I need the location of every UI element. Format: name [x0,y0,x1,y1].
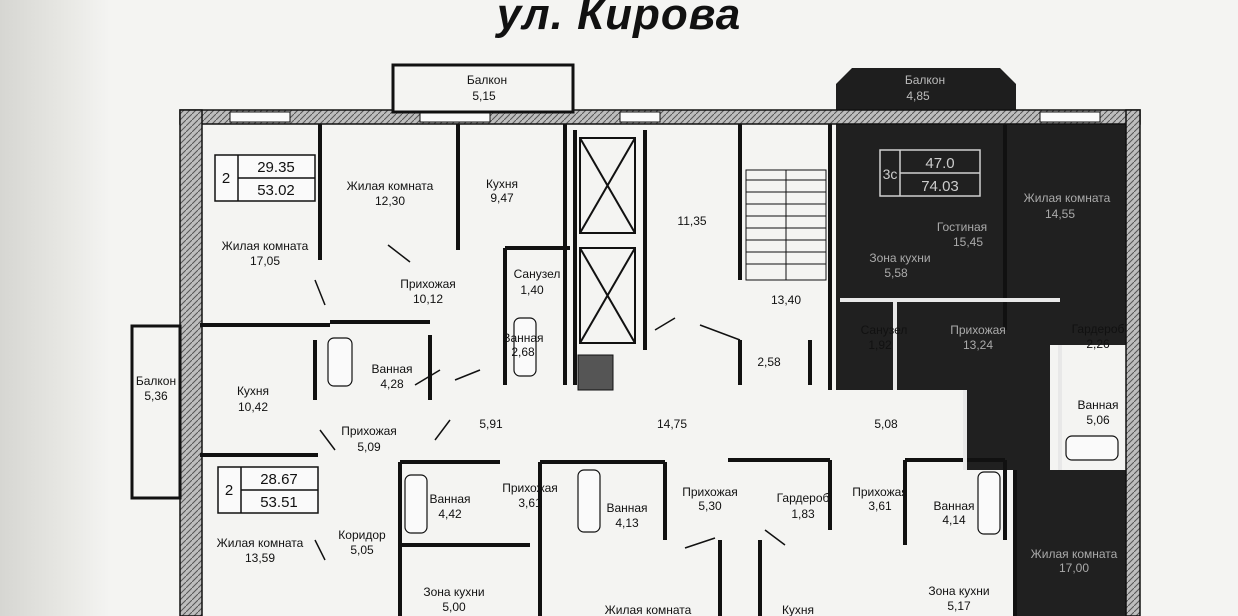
room-label-cut: Кухня [782,603,814,616]
room-label: Кухня [486,177,518,191]
room-area: 1,92 [868,338,892,352]
room-area: 14,55 [1045,207,1075,221]
room-label-cut: Жилая комната [605,603,692,616]
room-area: 4,13 [615,516,639,530]
room-label: Жилая комната [1031,547,1118,561]
service-box [577,354,614,391]
room-area: 1,40 [520,283,544,297]
common-area-value: 14,75 [657,417,687,431]
room-label: Прихожая [950,323,1006,337]
apartment-living-area: 28.67 [260,471,298,488]
room-area: 2,26 [1086,337,1110,351]
room-area: 12,30 [375,194,405,208]
elevator-shafts [579,137,636,344]
apartment-total-area: 53.02 [257,182,295,199]
room-area: 5,06 [1086,413,1110,427]
door-swings [314,244,786,561]
room-area: 1,83 [791,507,815,521]
room-label: Ванная [371,362,412,376]
common-area-value: 2,58 [757,355,781,369]
room-label: Прихожая [341,424,397,438]
apartment-info-box-dark [879,149,981,197]
interior-walls [200,124,1017,616]
scan-page-edge [0,0,110,616]
room-label: Жилая комната [217,536,304,550]
room-area: 2,68 [511,345,535,359]
balcony-label: Балкон [467,73,507,87]
staircase [745,169,827,281]
interior-walls-light [840,298,1062,470]
room-area: 10,42 [238,400,268,414]
room-label: Прихожая [852,485,908,499]
room-area: 5,58 [884,266,908,280]
room-label: Жилая комната [222,239,309,253]
room-area: 13,24 [963,338,993,352]
room-area: 5,05 [350,543,374,557]
bathtub-fixtures [327,317,1119,535]
apartment-total-area: 74.03 [921,178,959,195]
balcony-left-outline [130,324,182,500]
common-area-value: 5,08 [874,417,898,431]
room-label: Прихожая [682,485,738,499]
room-label: Гардероб [777,491,830,505]
apartment-total-area: 53.51 [260,494,298,511]
room-label: Жилая комната [347,179,434,193]
room-area: 9,47 [490,191,514,205]
balcony-area: 4,85 [906,89,930,103]
room-label: Жилая комната [1024,191,1111,205]
balcony-label: Балкон [905,73,945,87]
room-label: Ванная [606,501,647,515]
room-label: Зона кухни [423,585,484,599]
balcony-area: 5,15 [472,89,496,103]
room-label: Кухня [237,384,269,398]
room-area: 15,45 [953,235,983,249]
room-area: 3,61 [868,499,892,513]
room-area: 4,28 [380,377,404,391]
room-label: Ванная [502,331,543,345]
room-area: 17,00 [1059,561,1089,575]
apartment-rooms: 3с [883,166,898,182]
room-label: Санузел [861,323,908,337]
room-label: Коридор [338,528,386,542]
room-area: 3,61 [518,496,542,510]
common-area-value: 11,35 [677,214,706,228]
street-title: ул. Кирова [496,0,742,39]
room-area: 5,09 [357,440,381,454]
balcony-dark [836,68,1016,120]
apartment-rooms: 2 [225,482,233,499]
apartment-rooms: 2 [222,170,230,187]
balcony-top-outline [391,63,575,114]
balcony-area: 5,36 [144,389,168,403]
room-label: Зона кухни [869,251,930,265]
room-area: 5,17 [947,599,971,613]
room-label: Ванная [429,492,470,506]
room-area: 4,42 [438,507,462,521]
room-area: 5,30 [698,499,722,513]
common-area-value: 5,91 [479,417,503,431]
room-label: Прихожая [400,277,456,291]
room-area: 10,12 [413,292,443,306]
balcony-label: Балкон [136,374,176,388]
room-area: 5,00 [442,600,466,614]
room-area: 13,59 [245,551,275,565]
apartment-living-area: 29.35 [257,159,295,176]
room-label: Прихожая [502,481,558,495]
common-area-value: 13,40 [771,293,801,307]
room-label: Санузел [514,267,561,281]
room-area: 17,05 [250,254,280,268]
room-label: Зона кухни [928,584,989,598]
room-label: Гардероб [1072,322,1125,336]
apartment-info-boxes [214,154,319,514]
room-label: Ванная [933,499,974,513]
room-label: Гостиная [937,220,987,234]
room-area: 4,14 [942,513,966,527]
room-label: Ванная [1077,398,1118,412]
apartment-living-area: 47.0 [925,155,954,172]
